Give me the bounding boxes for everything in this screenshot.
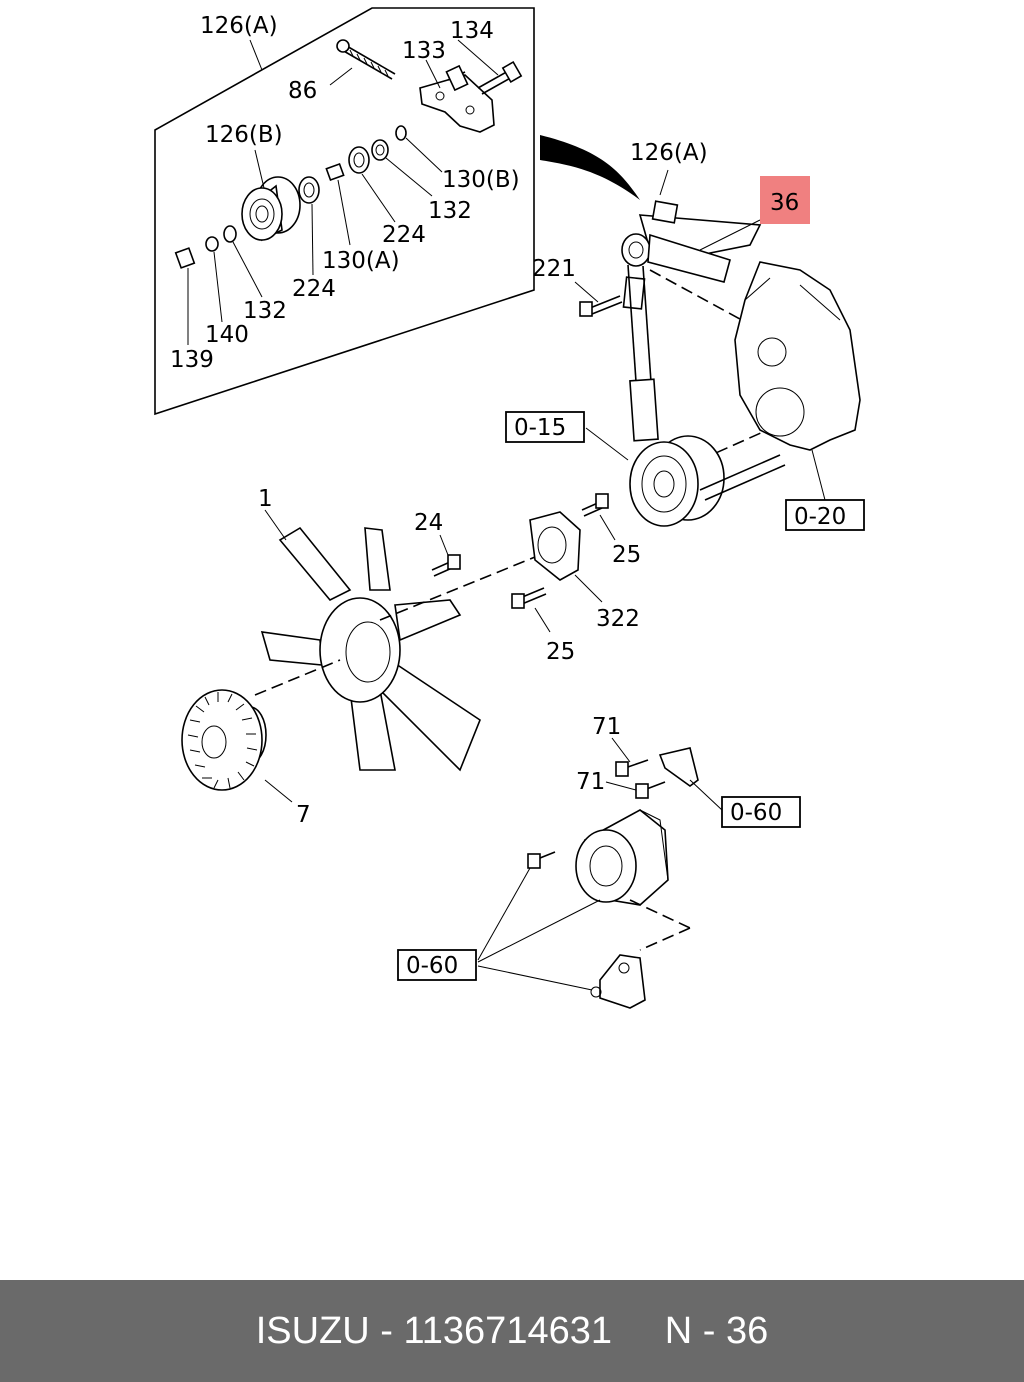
hub-bolts-part — [511, 493, 616, 633]
callout-126a-top: 126(A) — [200, 13, 278, 39]
footer-gap — [612, 1310, 665, 1353]
callout-1: 1 — [258, 486, 273, 512]
callout-221: 221 — [532, 256, 576, 282]
fan-bolt-part — [431, 534, 461, 577]
ref-015[interactable]: 0-15 — [514, 415, 566, 441]
ref-box-015-frame — [505, 411, 585, 443]
callout-224-b: 224 — [292, 276, 336, 302]
stud-bolt-part — [336, 39, 396, 80]
fan-clutch-part — [181, 689, 293, 803]
detail-inset — [154, 7, 535, 416]
alternator-part — [477, 737, 723, 1009]
footer-part-number: 1136714631 — [403, 1309, 612, 1352]
ref-020[interactable]: 0-20 — [794, 504, 846, 530]
assembly-arrow — [540, 135, 640, 200]
footer-brand: ISUZU — [255, 1309, 370, 1352]
callout-322: 322 — [596, 606, 640, 632]
footer-ref-number: 36 — [726, 1309, 769, 1352]
callout-24: 24 — [414, 510, 443, 536]
footer-separator-2: - — [692, 1309, 727, 1352]
callout-25-b: 25 — [546, 639, 575, 665]
ref-box-020-frame — [785, 499, 865, 531]
idler-pulley-part — [241, 176, 301, 242]
cooling-fan-part — [254, 509, 541, 772]
callout-224-a: 224 — [382, 222, 426, 248]
belt-and-cover — [585, 261, 861, 527]
callout-140: 140 — [205, 322, 249, 348]
callout-134: 134 — [450, 18, 494, 44]
fan-hub-part — [529, 511, 603, 603]
bracket-part — [419, 64, 495, 133]
ref-box-060-a-frame — [721, 796, 801, 828]
bolt-part — [477, 60, 523, 95]
callout-86: 86 — [288, 78, 317, 104]
callout-36: 36 — [770, 190, 799, 216]
footer-separator: - — [369, 1309, 404, 1352]
callout-130b: 130(B) — [442, 167, 520, 193]
tensioner-assembly — [574, 169, 762, 317]
callout-133: 133 — [402, 38, 446, 64]
ref-060-a[interactable]: 0-60 — [730, 800, 782, 826]
footer-bar: ISUZU - 1136714631 N - 36 — [0, 1280, 1024, 1382]
highlight-marker — [760, 176, 810, 224]
callout-132-a: 132 — [428, 198, 472, 224]
callout-126b: 126(B) — [205, 122, 283, 148]
callout-25-a: 25 — [612, 542, 641, 568]
ref-060-b[interactable]: 0-60 — [406, 953, 458, 979]
ref-box-060-b-frame — [397, 949, 477, 981]
callout-71-b: 71 — [576, 769, 605, 795]
callout-126a-right: 126(A) — [630, 140, 708, 166]
callout-130a: 130(A) — [322, 248, 400, 274]
callout-71-a: 71 — [592, 714, 621, 740]
callout-7: 7 — [296, 802, 311, 828]
callout-132-b: 132 — [243, 298, 287, 324]
footer-ref-prefix: N — [664, 1309, 693, 1352]
parts-diagram: 126(A) 134 133 86 126(B) 130(B) 132 224 … — [154, 7, 865, 1009]
callout-139: 139 — [170, 347, 214, 373]
